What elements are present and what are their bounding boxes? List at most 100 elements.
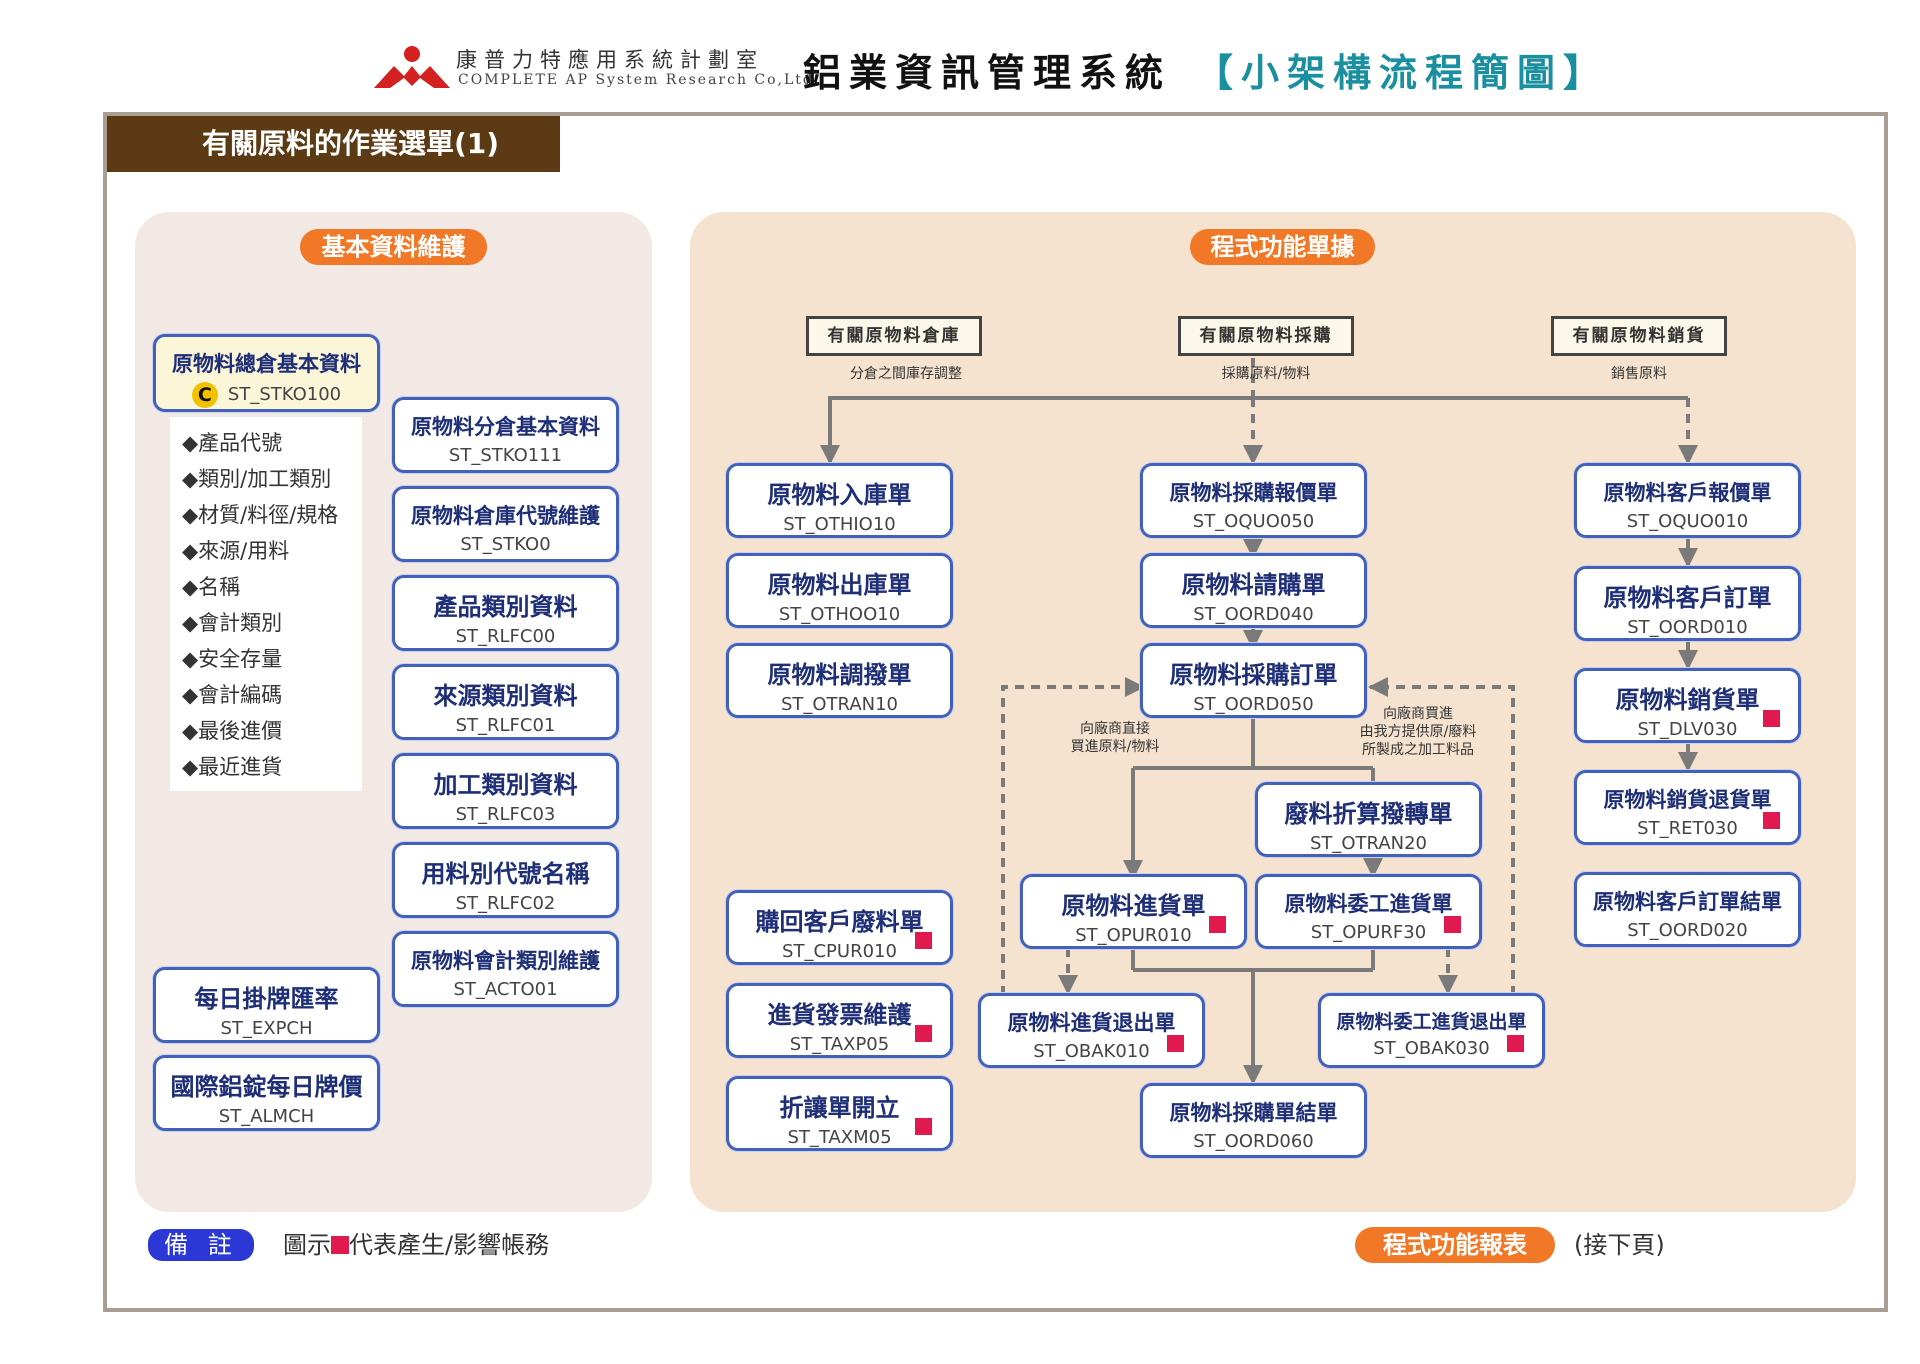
note-line: 由我方提供原/廢料: [1359, 724, 1477, 740]
box-code: ST_OTRAN10: [780, 694, 899, 715]
box-cpur010[interactable]: 購回客戶廢料單 ST_CPUR010: [726, 890, 953, 965]
note-line: 向廠商直接: [1080, 721, 1150, 737]
box-title: 原物料委工進貨退出單: [1336, 1011, 1527, 1033]
basic-box-rlfc03[interactable]: 加工類別資料 ST_RLFC03: [392, 753, 619, 829]
box-title: 廢料折算撥轉單: [1284, 800, 1453, 828]
box-title: 折讓單開立: [779, 1094, 900, 1122]
box-code: ST_OORD050: [1193, 694, 1314, 715]
box-title: 原物料銷貨退貨單: [1603, 788, 1772, 812]
box-oord040[interactable]: 原物料請購單 ST_OORD040: [1140, 553, 1367, 628]
box-code: ST_STKO0: [460, 534, 551, 555]
page-frame: [103, 112, 1888, 1312]
box-code: ST_OORD060: [1193, 1131, 1314, 1152]
category-sales: 有關原物料銷貨: [1551, 316, 1727, 356]
field-item: ◆最後進價: [182, 719, 283, 743]
basic-box-rlfc00[interactable]: 產品類別資料 ST_RLFC00: [392, 575, 619, 651]
field-item: ◆來源/用料: [182, 539, 290, 563]
box-title: 原物料分倉基本資料: [411, 415, 600, 439]
box-title: 購回客戶廢料單: [755, 908, 924, 936]
box-taxp05[interactable]: 進貨發票維護 ST_TAXP05: [726, 983, 953, 1058]
note-line: 所製成之加工料品: [1362, 742, 1474, 758]
accounting-marker-icon: [331, 1236, 349, 1254]
box-othoo10[interactable]: 原物料出庫單 ST_OTHOO10: [726, 553, 953, 628]
note-subcontract-purchase: 向廠商買進 由我方提供原/廢料 所製成之加工料品: [1343, 705, 1493, 759]
remark-label: 備 註: [148, 1229, 254, 1261]
accounting-marker-icon: [915, 932, 932, 949]
box-taxm05[interactable]: 折讓單開立 ST_TAXM05: [726, 1076, 953, 1151]
box-oord010[interactable]: 原物料客戶訂單 ST_OORD010: [1574, 566, 1801, 641]
basic-box-rlfc01[interactable]: 來源類別資料 ST_RLFC01: [392, 664, 619, 740]
basic-main-title: 原物料總倉基本資料: [172, 352, 361, 376]
accounting-marker-icon: [1167, 1035, 1184, 1052]
box-code: ST_ALMCH: [218, 1106, 315, 1127]
box-title: 原物料委工進貨單: [1284, 892, 1453, 916]
box-obak030[interactable]: 原物料委工進貨退出單 ST_OBAK030: [1318, 993, 1545, 1068]
basic-box-stko111[interactable]: 原物料分倉基本資料 ST_STKO111: [392, 397, 619, 473]
field-item: ◆材質/料徑/規格: [182, 503, 339, 527]
box-code: ST_RET030: [1637, 818, 1738, 839]
company-logo-icon: [374, 46, 450, 88]
box-otran10[interactable]: 原物料調撥單 ST_OTRAN10: [726, 643, 953, 718]
box-code: ST_CPUR010: [782, 941, 897, 962]
system-title: 鋁業資訊管理系統: [803, 51, 1172, 95]
box-code: ST_RLFC02: [455, 893, 556, 914]
remark-suffix: 代表產生/影響帳務: [349, 1231, 550, 1259]
box-title: 原物料進貨退出單: [1007, 1011, 1176, 1035]
next-page-link[interactable]: (接下頁): [1574, 1231, 1665, 1259]
report-label: 程式功能報表: [1355, 1227, 1555, 1263]
field-item: ◆安全存量: [182, 647, 283, 671]
company-name-en: COMPLETE AP System Research Co,Ltd: [458, 72, 814, 88]
box-code: ST_OTHOO10: [778, 604, 901, 625]
accounting-marker-icon: [1507, 1035, 1524, 1052]
box-obak010[interactable]: 原物料進貨退出單 ST_OBAK010: [978, 993, 1205, 1068]
section-label-basic: 基本資料維護: [300, 229, 487, 265]
box-title: 原物料採購單結單: [1169, 1101, 1338, 1125]
box-oord020[interactable]: 原物料客戶訂單結單 ST_OORD020: [1574, 872, 1801, 947]
basic-box-almch[interactable]: 國際鋁錠每日牌價 ST_ALMCH: [153, 1055, 380, 1131]
box-ret030[interactable]: 原物料銷貨退貨單 ST_RET030: [1574, 770, 1801, 845]
box-title: 每日掛牌匯率: [194, 985, 339, 1013]
accounting-marker-icon: [1209, 916, 1226, 933]
basic-box-stko0[interactable]: 原物料倉庫代號維護 ST_STKO0: [392, 486, 619, 562]
box-othio10[interactable]: 原物料入庫單 ST_OTHIO10: [726, 463, 953, 538]
accounting-marker-icon: [915, 1025, 932, 1042]
basic-box-rlfc02[interactable]: 用料別代號名稱 ST_RLFC02: [392, 842, 619, 918]
box-title: 原物料入庫單: [767, 481, 912, 509]
box-opur010[interactable]: 原物料進貨單 ST_OPUR010: [1020, 874, 1247, 949]
box-oord050[interactable]: 原物料採購訂單 ST_OORD050: [1140, 643, 1367, 718]
box-code: ST_RLFC01: [455, 715, 556, 736]
box-oord060[interactable]: 原物料採購單結單 ST_OORD060: [1140, 1083, 1367, 1158]
box-title: 原物料會計類別維護: [411, 949, 600, 973]
box-oquo050[interactable]: 原物料採購報價單 ST_OQUO050: [1140, 463, 1367, 538]
box-code: ST_OTHIO10: [783, 514, 896, 535]
basic-box-expch[interactable]: 每日掛牌匯率 ST_EXPCH: [153, 967, 380, 1043]
box-title: 原物料請購單: [1181, 571, 1326, 599]
box-dlv030[interactable]: 原物料銷貨單 ST_DLV030: [1574, 668, 1801, 743]
field-item: ◆類別/加工類別: [182, 467, 332, 491]
box-title: 原物料採購訂單: [1169, 661, 1338, 689]
box-title: 原物料客戶訂單: [1603, 584, 1772, 612]
box-title: 用料別代號名稱: [421, 860, 590, 888]
box-code: ST_OORD040: [1193, 604, 1314, 625]
box-code: ST_TAXP05: [789, 1034, 890, 1055]
box-oquo010[interactable]: 原物料客戶報價單 ST_OQUO010: [1574, 463, 1801, 538]
box-code: ST_EXPCH: [220, 1018, 313, 1039]
remark-text: 圖示代表產生/影響帳務: [283, 1229, 549, 1261]
basic-box-acto01[interactable]: 原物料會計類別維護 ST_ACTO01: [392, 931, 619, 1007]
box-code: ST_OPUR010: [1075, 925, 1192, 946]
box-otran20[interactable]: 廢料折算撥轉單 ST_OTRAN20: [1255, 782, 1482, 857]
box-code: ST_OQUO050: [1192, 511, 1315, 532]
box-code: ST_OTRAN20: [1309, 833, 1428, 854]
box-title: 來源類別資料: [433, 682, 578, 710]
field-item: ◆最近進貨: [182, 755, 283, 779]
accounting-marker-icon: [1444, 916, 1461, 933]
box-opurf30[interactable]: 原物料委工進貨單 ST_OPURF30: [1255, 874, 1482, 949]
box-title: 原物料客戶訂單結單: [1593, 890, 1782, 914]
category-caption-purchase: 採購原料/物料: [1221, 366, 1311, 382]
category-purchase: 有關原物料採購: [1178, 316, 1354, 356]
accounting-marker-icon: [915, 1118, 932, 1135]
box-code: ST_ACTO01: [453, 979, 558, 1000]
box-title: 原物料進貨單: [1061, 892, 1206, 920]
